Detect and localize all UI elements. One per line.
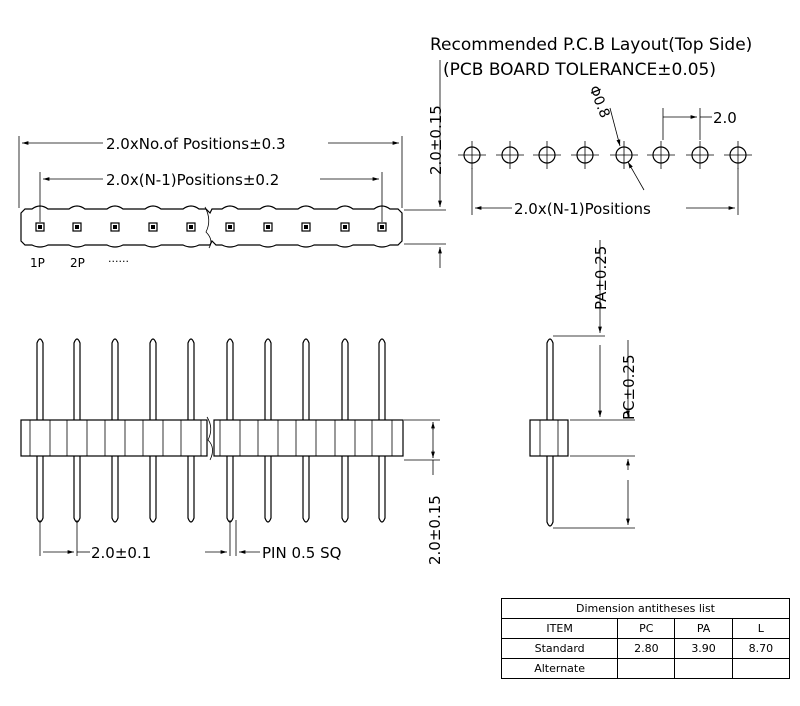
pin-square xyxy=(148,222,158,232)
pin-square xyxy=(186,222,196,232)
pin-lower xyxy=(149,456,157,523)
top-view: 2.0xNo.of Positions±0.3 2.0x(N-1)Positio… xyxy=(18,60,446,270)
table-cell xyxy=(617,658,676,679)
pin1-label: 1P xyxy=(30,256,45,270)
ellipsis-label: ...... xyxy=(108,252,129,265)
pin-upper xyxy=(341,338,349,420)
table-row: Standard 2.80 3.90 8.70 xyxy=(500,638,791,659)
table-cell: 3.90 xyxy=(674,638,733,659)
pin-lower xyxy=(36,456,44,523)
pin-square-inner xyxy=(343,225,347,229)
table-cell xyxy=(674,658,733,679)
pin-square xyxy=(35,222,45,232)
pin-square xyxy=(377,222,387,232)
table-cell: Alternate xyxy=(500,658,619,679)
pin-square-inner xyxy=(266,225,270,229)
pin-upper xyxy=(36,338,44,420)
table-header-item: ITEM xyxy=(500,618,619,639)
pcb-span-label: 2.0x(N-1)Positions xyxy=(514,200,651,218)
pin-square xyxy=(225,222,235,232)
pc-label: PC±0.25 xyxy=(620,355,638,421)
table-header-pa: PA xyxy=(674,618,733,639)
pcb-holes xyxy=(458,141,752,169)
table-cell xyxy=(731,658,791,679)
pin-square-inner xyxy=(113,225,117,229)
hole-dia-label: Φ0.8 xyxy=(585,84,612,121)
pin-square xyxy=(301,222,311,232)
body-height-label: 2.0±0.15 xyxy=(426,495,444,565)
pcb-layout: 2.0 Φ0.8 2.0x(N-1)Positions xyxy=(458,84,752,218)
pin-square xyxy=(263,222,273,232)
pin-upper xyxy=(226,338,234,420)
table-cell: 8.70 xyxy=(731,638,791,659)
pin-size-label: PIN 0.5 SQ xyxy=(262,544,341,562)
pin-lower xyxy=(341,456,349,523)
pin-square-inner xyxy=(189,225,193,229)
pin2-label: 2P xyxy=(70,256,85,270)
side-pins xyxy=(20,338,404,523)
break-line xyxy=(204,206,212,249)
pin-square-inner xyxy=(75,225,79,229)
housing-outline xyxy=(20,205,403,248)
pin-square-inner xyxy=(38,225,42,229)
pin-upper xyxy=(302,338,310,420)
pin-upper xyxy=(378,338,386,420)
pin-lower xyxy=(111,456,119,523)
pin-lower xyxy=(73,456,81,523)
body-right xyxy=(213,419,404,457)
top-housing xyxy=(20,205,403,249)
pa-label: PA±0.25 xyxy=(592,246,610,310)
pin-square-inner xyxy=(380,225,384,229)
side-view: 2.0±0.15 2.0±0.1 PIN 0.5 SQ xyxy=(20,338,444,565)
pin-lower xyxy=(226,456,234,523)
body-left xyxy=(20,419,208,457)
pin-upper xyxy=(111,338,119,420)
pin-square xyxy=(110,222,120,232)
table-header-l: L xyxy=(731,618,791,639)
table-cell: Standard xyxy=(500,638,619,659)
overall-length-label: 2.0xNo.of Positions±0.3 xyxy=(106,135,286,153)
pin-upper xyxy=(264,338,272,420)
pin-lower xyxy=(302,456,310,523)
table-header-pc: PC xyxy=(617,618,676,639)
pin-square-inner xyxy=(151,225,155,229)
pitch-span-label: 2.0x(N-1)Positions±0.2 xyxy=(106,171,279,189)
break-line xyxy=(206,416,213,461)
pin-upper xyxy=(149,338,157,420)
table-cell: 2.80 xyxy=(617,638,676,659)
layout-title: Recommended P.C.B Layout(Top Side) xyxy=(430,35,752,55)
end-view: PA±0.25 PC±0.25 xyxy=(529,240,638,529)
pin-lower xyxy=(187,456,195,523)
side-pitch-label: 2.0±0.1 xyxy=(91,544,151,562)
table-title: Dimension antitheses list xyxy=(501,598,790,619)
dimension-table: Dimension antitheses list ITEM PC PA L S… xyxy=(500,598,791,679)
pin-upper xyxy=(187,338,195,420)
pin-square-inner xyxy=(228,225,232,229)
pin-upper xyxy=(73,338,81,420)
layout-subtitle: (PCB BOARD TOLERANCE±0.05) xyxy=(443,60,716,80)
pcb-pitch-label: 2.0 xyxy=(713,109,737,127)
pin-lower xyxy=(378,456,386,523)
table-row: Alternate xyxy=(500,658,791,679)
top-height-label: 2.0±0.15 xyxy=(427,105,445,175)
pin-square xyxy=(72,222,82,232)
pin-square xyxy=(340,222,350,232)
pin-lower xyxy=(264,456,272,523)
pin-square-inner xyxy=(304,225,308,229)
